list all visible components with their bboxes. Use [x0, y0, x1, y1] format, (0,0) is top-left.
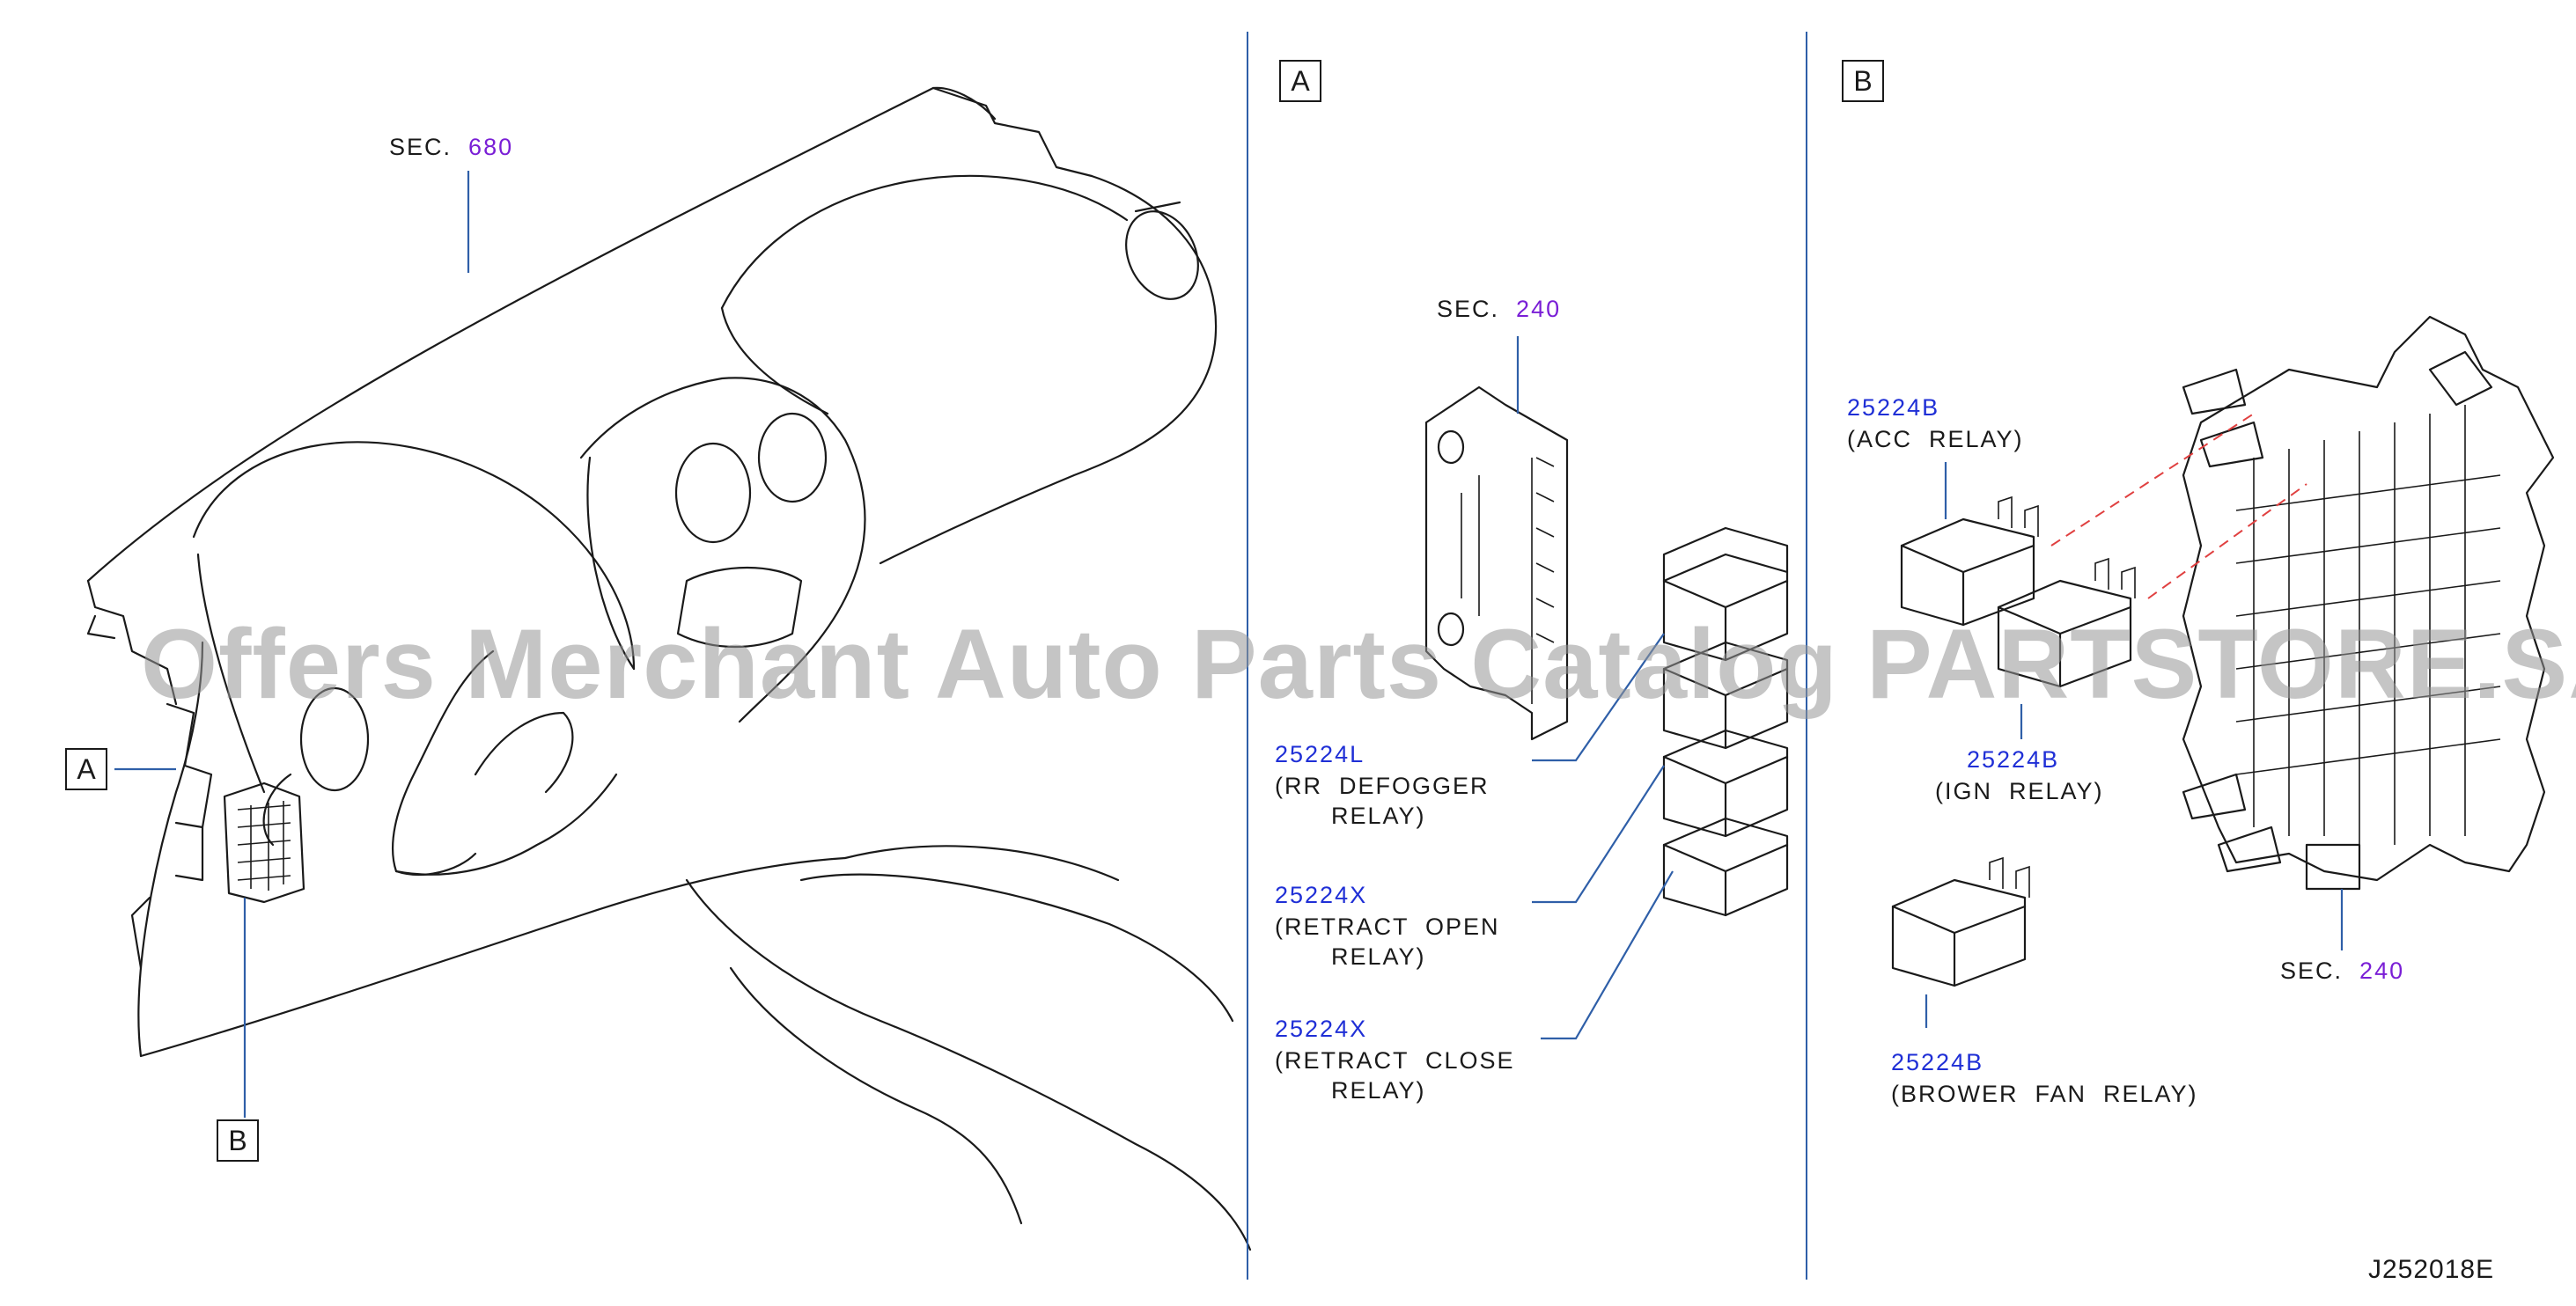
relay-stack-drawing — [1662, 526, 1789, 917]
overview-sec-label: SEC. 680 — [389, 132, 513, 162]
panel-b-title: B — [1842, 60, 1884, 102]
part-description-cont: RELAY) — [1331, 1077, 1426, 1104]
part-number[interactable]: 25224B — [1967, 746, 2060, 773]
panel-b-sec-number[interactable]: 240 — [2359, 957, 2405, 984]
overview-sec-number[interactable]: 680 — [468, 134, 514, 160]
watermark-text: Offers Merchant Auto Parts Catalog PARTS… — [141, 609, 2576, 719]
part-description: (RR DEFOGGER — [1275, 773, 1490, 799]
part-number[interactable]: 25224L — [1275, 741, 1365, 767]
relay-bracket-drawing — [1424, 385, 1569, 741]
panel-b-sec-label: SEC. 240 — [2280, 956, 2404, 986]
part-description-cont: RELAY) — [1331, 943, 1426, 970]
panel-a-sec-number[interactable]: 240 — [1516, 296, 1562, 322]
acc-relay-drawing — [1900, 495, 2039, 627]
blower-fan-relay-drawing — [1891, 856, 2030, 987]
panel-a-sec-label: SEC. 240 — [1437, 294, 1561, 324]
instrument-panel-drawing — [86, 86, 1252, 1251]
part-description: (RETRACT OPEN — [1275, 913, 1500, 940]
panel-a-sec-prefix: SEC. — [1437, 296, 1500, 322]
part-number[interactable]: 25224B — [1891, 1049, 1984, 1075]
part-description-cont: RELAY) — [1331, 803, 1426, 829]
part-number[interactable]: 25224X — [1275, 1016, 1368, 1042]
panel-separator-right — [1806, 32, 1807, 1280]
part-description: (ACC RELAY) — [1847, 426, 2024, 452]
panel-separator-left — [1247, 32, 1248, 1280]
overview-sec-prefix: SEC. — [389, 134, 453, 160]
part-description: (RETRACT CLOSE — [1275, 1047, 1515, 1074]
part-description: (IGN RELAY) — [1935, 778, 2104, 804]
panel-b-sec-prefix: SEC. — [2280, 957, 2344, 984]
ign-relay-drawing — [1997, 557, 2136, 688]
callout-a[interactable]: A — [65, 748, 107, 790]
junction-block-drawing — [2182, 315, 2555, 891]
part-number[interactable]: 25224B — [1847, 394, 1940, 421]
part-number[interactable]: 25224X — [1275, 882, 1368, 908]
part-description: (BROWER FAN RELAY) — [1891, 1081, 2198, 1107]
panel-a-title: A — [1279, 60, 1321, 102]
drawing-id: J252018E — [2368, 1255, 2495, 1284]
callout-b[interactable]: B — [217, 1119, 259, 1162]
